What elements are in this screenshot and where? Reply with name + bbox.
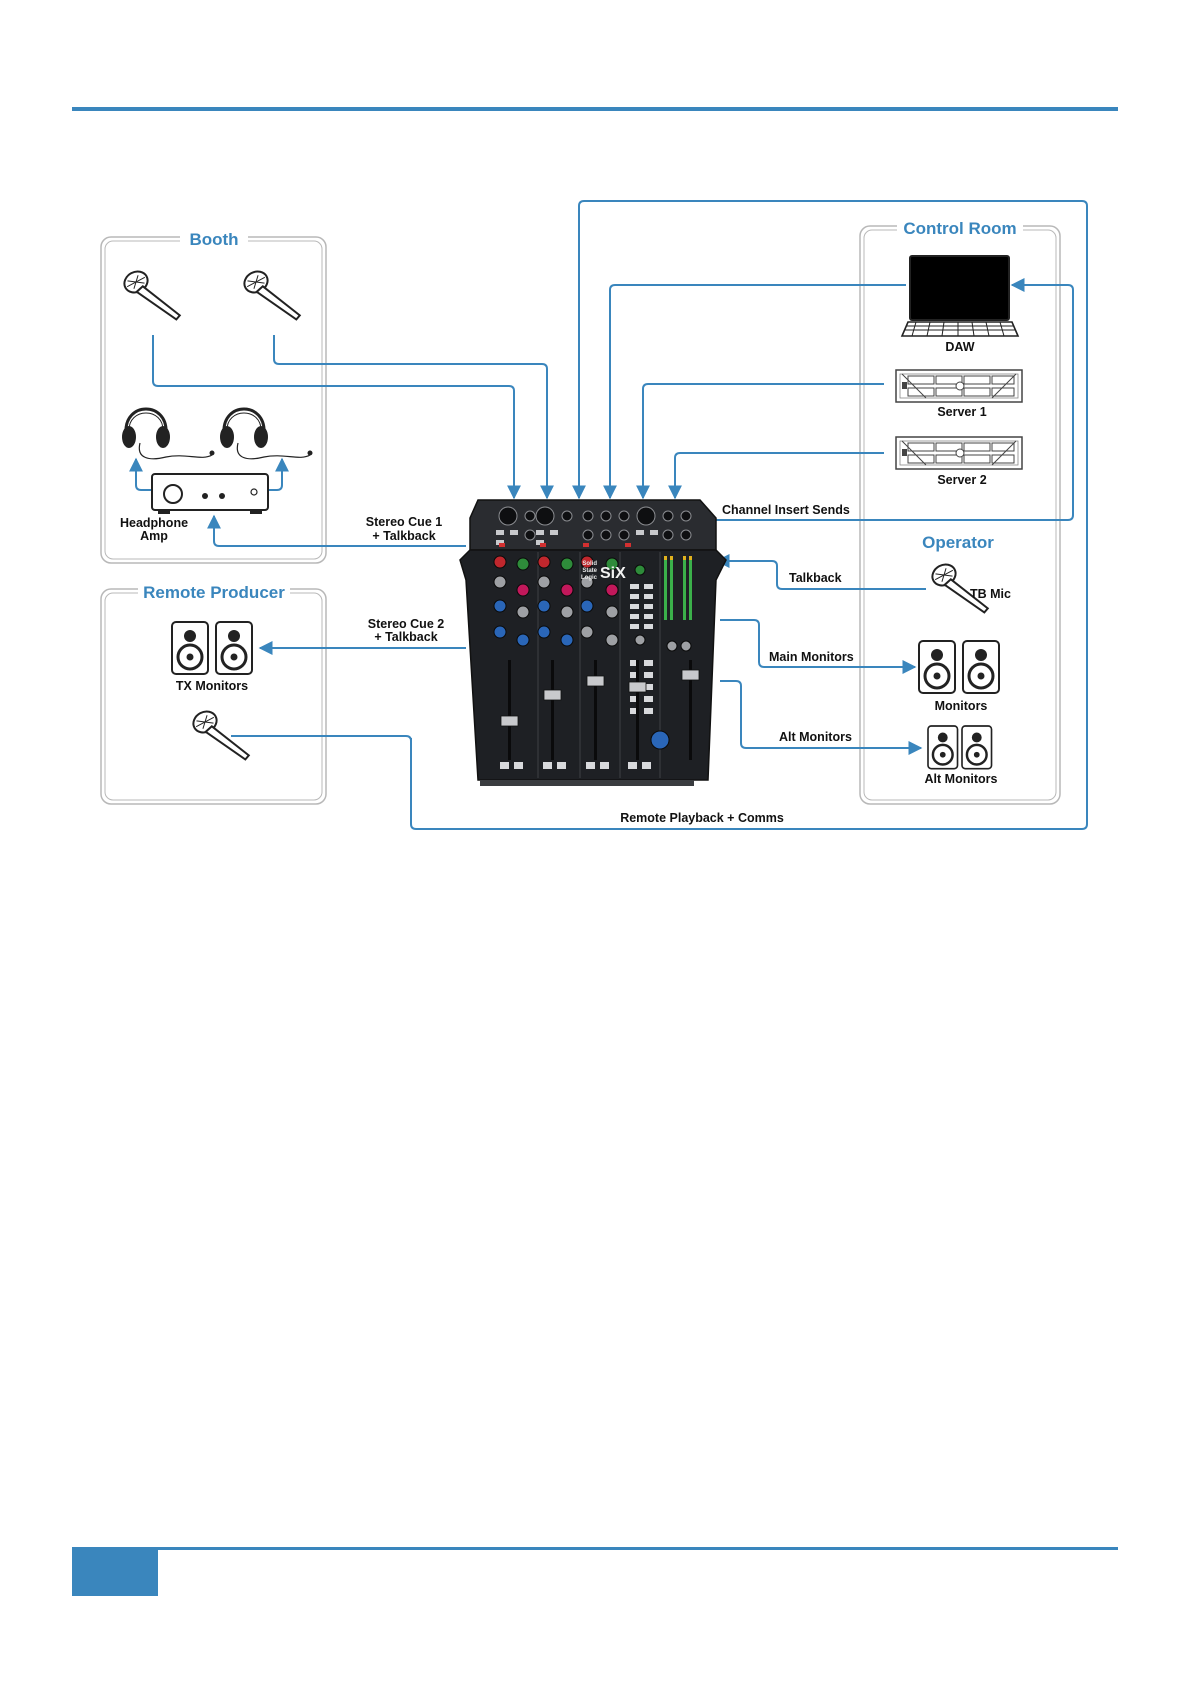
headphones-icon (122, 409, 215, 459)
stereo-cue2-label: Stereo Cue 2 (368, 617, 444, 631)
headphone-amp-label: Headphone (120, 516, 188, 530)
headphone-amp-label: Amp (140, 529, 168, 543)
remote-mic (190, 702, 250, 773)
speaker-icon (928, 726, 958, 769)
control-room-title: Control Room (903, 219, 1016, 238)
stereo-cue1-label: Stereo Cue 1 (366, 515, 442, 529)
speaker-icon (919, 641, 955, 693)
console-name: SiX (600, 565, 626, 582)
speaker-icon (172, 622, 208, 674)
page-number-tab (72, 1550, 158, 1596)
header-rule (72, 107, 1118, 111)
mixing-console-icon: Solid State Logic SiX (460, 500, 726, 786)
server2-label: Server 2 (937, 473, 986, 487)
booth-title: Booth (189, 230, 238, 249)
remote-playback-label: Remote Playback + Comms (620, 811, 784, 825)
speaker-icon (963, 641, 999, 693)
wire-remote-mic (231, 736, 411, 741)
wire-daw (610, 285, 906, 498)
wire-booth-mic2 (274, 335, 547, 498)
console-logo-text: Logic (581, 575, 598, 581)
headphone-amp-icon (152, 474, 268, 514)
daw-label: DAW (945, 340, 974, 354)
operator-title: Operator (922, 533, 994, 552)
rack-server-icon (896, 437, 1022, 469)
stereo-cue2-label: + Talkback (374, 630, 437, 644)
speaker-icon (216, 622, 252, 674)
footer-rule (72, 1547, 1118, 1550)
console-logo-text: State (582, 568, 597, 574)
wire-server2 (675, 453, 884, 498)
main-monitors-label: Main Monitors (769, 650, 854, 664)
rack-server-icon (896, 370, 1022, 402)
alt-monitors-device-label: Alt Monitors (925, 772, 998, 786)
server1-label: Server 1 (937, 405, 986, 419)
booth-mic-1 (121, 262, 181, 333)
alt-monitors-label: Alt Monitors (779, 730, 852, 744)
monitors-label: Monitors (935, 699, 988, 713)
tx-monitors-label: TX Monitors (176, 679, 248, 693)
stereo-cue1-label: + Talkback (372, 529, 435, 543)
tb-mic-label: TB Mic (970, 587, 1011, 601)
console-logo-text: Solid (582, 561, 597, 567)
headphones-icon (220, 409, 313, 459)
wire-server1 (643, 384, 884, 498)
remote-producer-title: Remote Producer (143, 583, 285, 602)
talkback-label: Talkback (789, 571, 842, 585)
booth-mic-2 (241, 262, 301, 333)
channel-insert-sends-label: Channel Insert Sends (722, 503, 850, 517)
speaker-icon (962, 726, 992, 769)
